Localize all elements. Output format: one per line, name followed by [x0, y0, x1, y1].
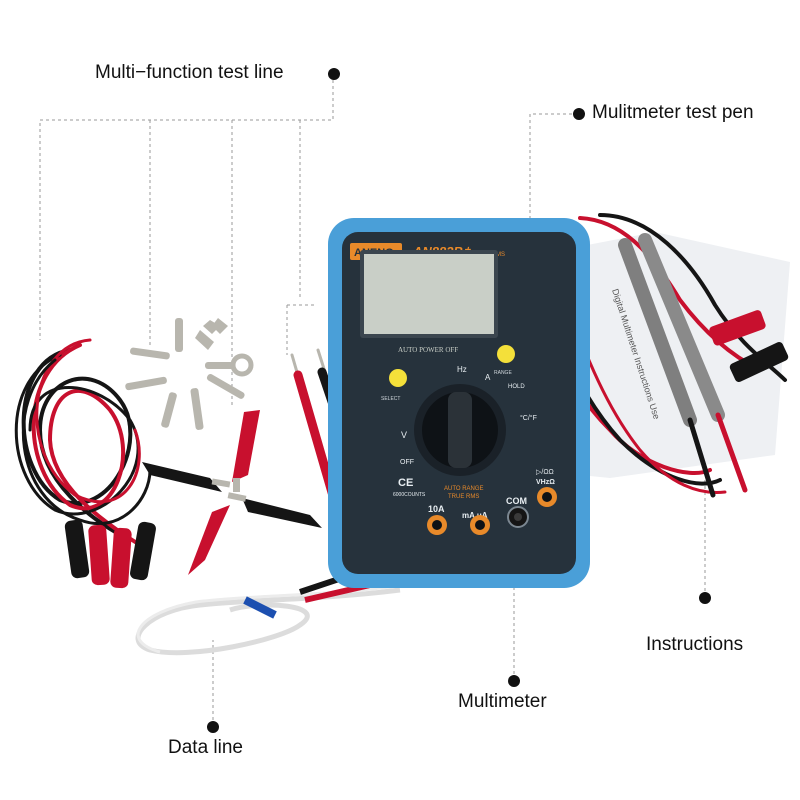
ce-mark: CE	[398, 477, 413, 489]
callout-dot	[699, 592, 711, 604]
banana-plugs	[64, 519, 156, 589]
callout-dot	[328, 68, 340, 80]
dial-label-hold: HOLD	[508, 384, 525, 390]
callout-dot	[508, 675, 520, 687]
jack-label-diode: ▷/ΩΩ	[536, 469, 554, 476]
auto-range-text: AUTO RANGE	[444, 486, 484, 492]
meter-probes	[618, 233, 789, 498]
dial-label-hz: Hz	[457, 365, 467, 374]
counts-badge: 6000COUNTS	[393, 492, 426, 498]
callout-instructions: Instructions	[646, 634, 744, 655]
dial-label-v: V	[401, 430, 407, 440]
ring-lug	[205, 353, 254, 377]
callout-leaders	[39, 74, 706, 726]
callout-data-line: Data line	[168, 737, 243, 758]
callout-dot	[573, 108, 585, 120]
callout-dot	[207, 721, 219, 733]
multimeter: ANENG AN882B⁺ TRMS AUTO POWER OFF SELECT…	[328, 218, 590, 588]
dial-label-a: A	[485, 373, 491, 382]
dial-label-off: OFF	[400, 459, 414, 466]
callout-dots	[207, 68, 711, 733]
lcd-display	[364, 254, 494, 334]
coiled-test-line	[14, 338, 152, 547]
jack-label-10a: 10A	[428, 504, 445, 514]
callout-multimeter-test-pen: Mulitmeter test pen	[592, 102, 754, 123]
dial-knob	[448, 392, 472, 468]
jack-label-ma-ua: mA uA	[462, 511, 488, 520]
callout-multi-function-test-line: Multi−function test line	[95, 62, 284, 83]
alligator-clips	[142, 410, 322, 575]
select-label: SELECT	[381, 396, 400, 402]
probe-tips	[125, 318, 245, 430]
jack-label-com: COM	[506, 496, 527, 506]
dial-label-temp: °C/°F	[520, 414, 537, 422]
range-button	[497, 345, 515, 363]
select-button	[389, 369, 407, 387]
true-rms-text: TRUE RMS	[448, 494, 479, 500]
auto-power-off-caption: AUTO POWER OFF	[398, 346, 458, 354]
range-label: RANGE	[494, 370, 512, 376]
input-jacks	[427, 487, 557, 535]
spade-lug	[195, 318, 228, 350]
jack-label-vhz: VHzΩ	[536, 479, 555, 486]
callout-multimeter: Multimeter	[458, 691, 547, 712]
